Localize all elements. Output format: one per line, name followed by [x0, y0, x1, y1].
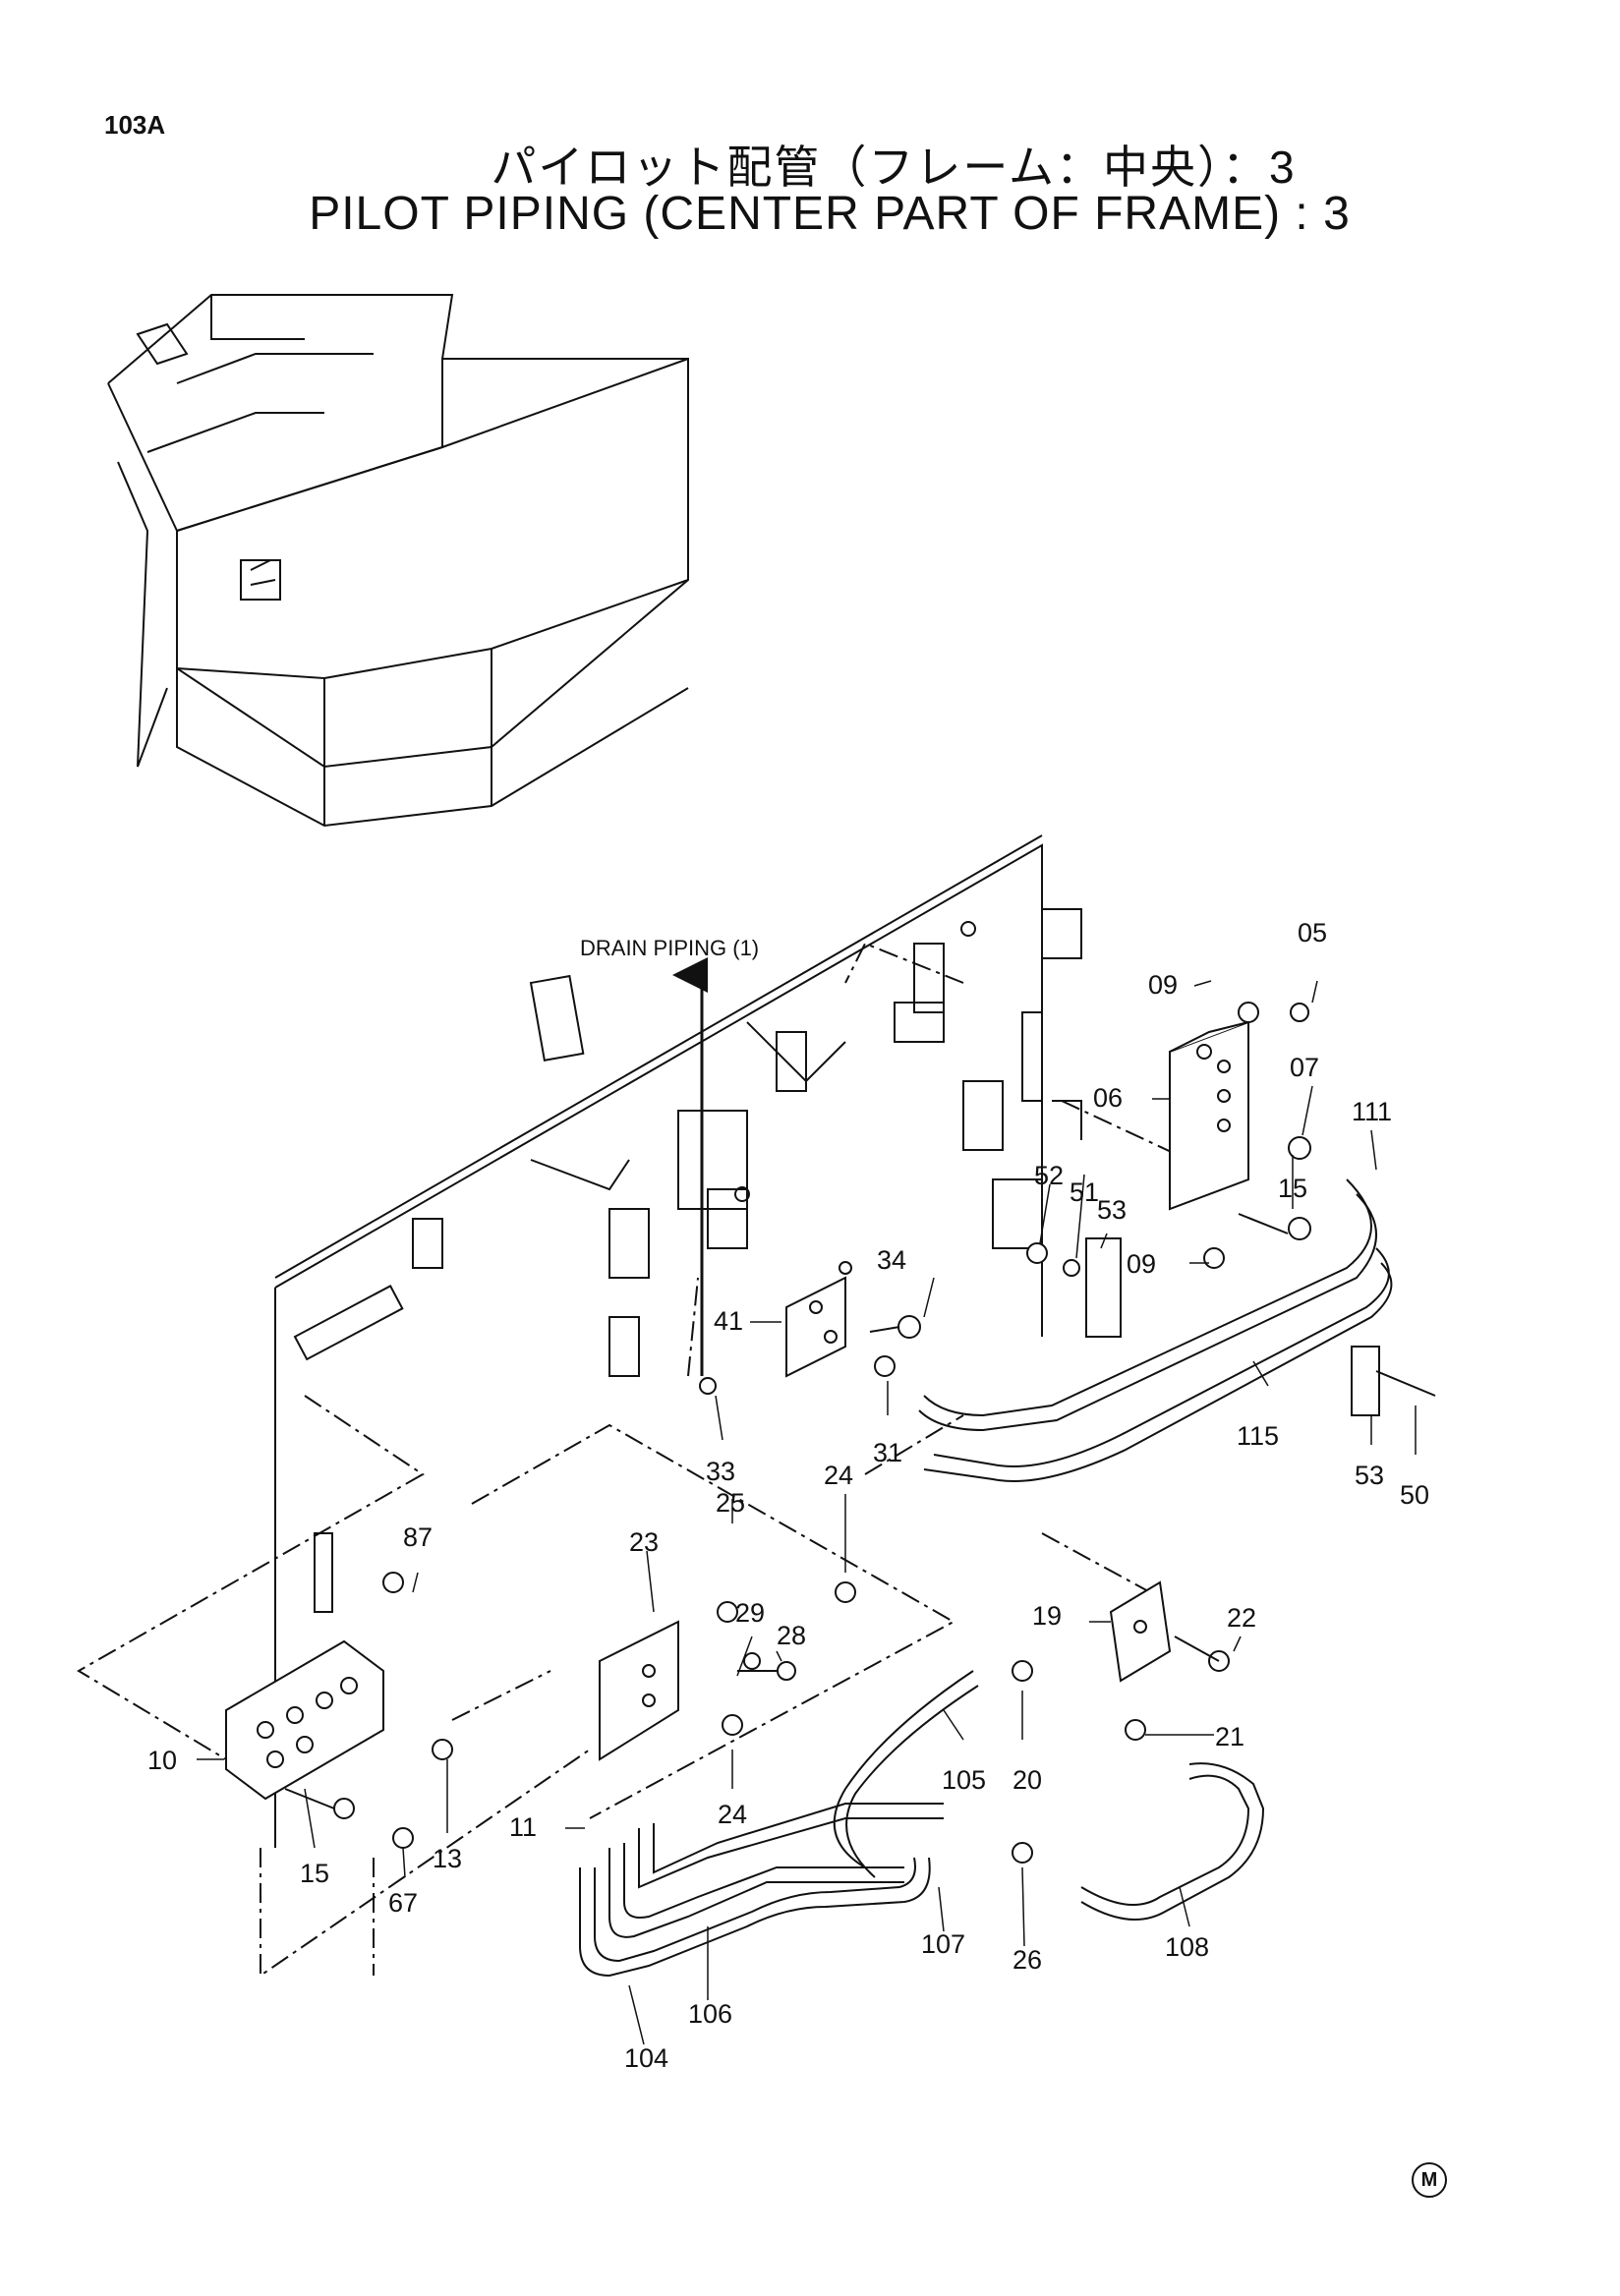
label-22: 22	[1227, 1603, 1256, 1633]
label-24-top: 24	[824, 1461, 853, 1490]
label-20: 20	[1012, 1765, 1042, 1795]
label-111: 111	[1352, 1097, 1392, 1126]
label-25: 25	[716, 1488, 745, 1518]
label-104: 104	[624, 2043, 668, 2073]
label-34: 34	[877, 1245, 906, 1275]
label-26: 26	[1012, 1945, 1042, 1975]
label-33: 33	[706, 1457, 735, 1486]
bolts	[284, 1213, 1436, 1809]
label-28: 28	[777, 1621, 806, 1650]
title-japanese: パイロット配管（フレーム：中央）：3	[491, 142, 1297, 193]
label-115: 115	[1237, 1421, 1279, 1451]
components	[225, 1002, 1380, 1864]
drain-piping-label: DRAIN PIPING (1)	[580, 936, 759, 960]
label-07: 07	[1290, 1053, 1319, 1082]
label-09-mid: 09	[1127, 1249, 1156, 1279]
label-51: 51	[1070, 1177, 1099, 1207]
label-05: 05	[1298, 918, 1327, 947]
label-10: 10	[147, 1746, 177, 1775]
label-29: 29	[735, 1598, 765, 1628]
part-labels: 05 09 07 06 111 15 52 51 53 09 34 41 115…	[147, 918, 1429, 2073]
label-53-bottom: 53	[1355, 1461, 1384, 1490]
label-09-top: 09	[1148, 970, 1178, 1000]
frame-panel	[274, 834, 1082, 1848]
machine-overview	[107, 294, 689, 828]
label-23: 23	[629, 1527, 659, 1557]
label-87: 87	[403, 1522, 433, 1552]
title-english: PILOT PIPING (CENTER PART OF FRAME) : 3	[309, 188, 1351, 240]
label-41: 41	[714, 1306, 743, 1336]
label-15-left: 15	[300, 1859, 329, 1888]
label-53-top: 53	[1097, 1195, 1127, 1225]
label-105: 105	[942, 1765, 986, 1795]
label-11: 11	[509, 1812, 537, 1842]
label-19: 19	[1032, 1601, 1062, 1631]
manufacturer-mark: M	[1412, 2162, 1447, 2198]
label-67: 67	[388, 1888, 418, 1918]
label-13: 13	[433, 1844, 462, 1873]
label-106: 106	[688, 1999, 732, 2029]
label-31: 31	[873, 1438, 902, 1467]
page-code: 103A	[104, 110, 166, 140]
leader-lines	[77, 942, 1210, 1978]
label-24-bottom: 24	[718, 1800, 747, 1829]
label-50: 50	[1400, 1480, 1429, 1510]
callout-leaders	[197, 980, 1417, 2045]
label-107: 107	[921, 1929, 965, 1959]
pipes	[579, 1178, 1393, 1978]
label-21: 21	[1215, 1722, 1244, 1751]
label-108: 108	[1165, 1932, 1209, 1962]
label-06: 06	[1093, 1083, 1123, 1113]
label-52: 52	[1034, 1161, 1064, 1190]
label-15-right: 15	[1278, 1174, 1307, 1203]
